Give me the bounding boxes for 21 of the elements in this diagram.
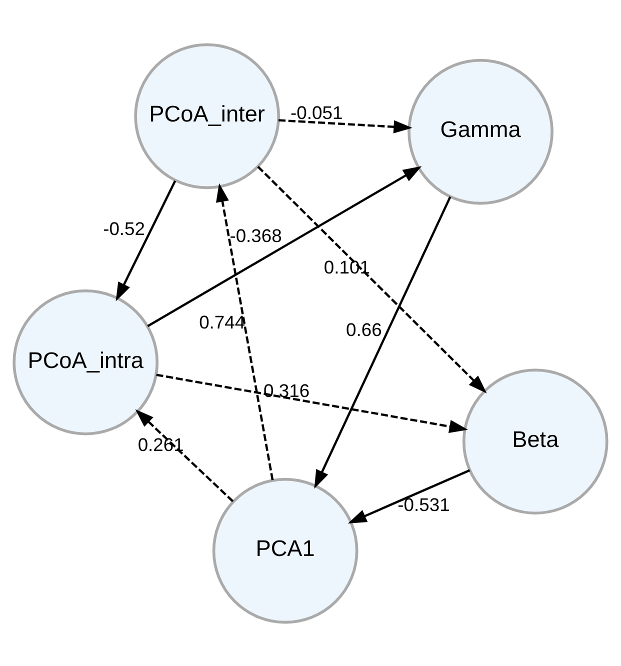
node-circle: Beta xyxy=(462,368,608,514)
arrow xyxy=(348,468,470,523)
edge-label: 0.66 xyxy=(346,318,382,340)
node-circle: PCA1 xyxy=(212,477,358,624)
arrow xyxy=(278,118,412,133)
edge-label: -0.368 xyxy=(230,224,282,246)
edge-label: -0.051 xyxy=(290,101,343,122)
edge-label: -0.52 xyxy=(103,217,146,238)
arrow xyxy=(156,373,468,432)
node-circle: PCoA_inter xyxy=(134,42,280,189)
arrow xyxy=(216,182,274,480)
edge-label: 0.744 xyxy=(199,310,246,332)
edge-label: -0.531 xyxy=(398,494,450,515)
arrow xyxy=(257,165,487,393)
node-circle: PCoA_intra xyxy=(12,288,159,435)
node-circle: Gamma xyxy=(408,58,554,204)
edge-label: 0.316 xyxy=(264,379,310,400)
arrow xyxy=(116,180,176,301)
arrow xyxy=(147,166,422,327)
arrow xyxy=(314,196,452,488)
arrow xyxy=(135,408,234,502)
